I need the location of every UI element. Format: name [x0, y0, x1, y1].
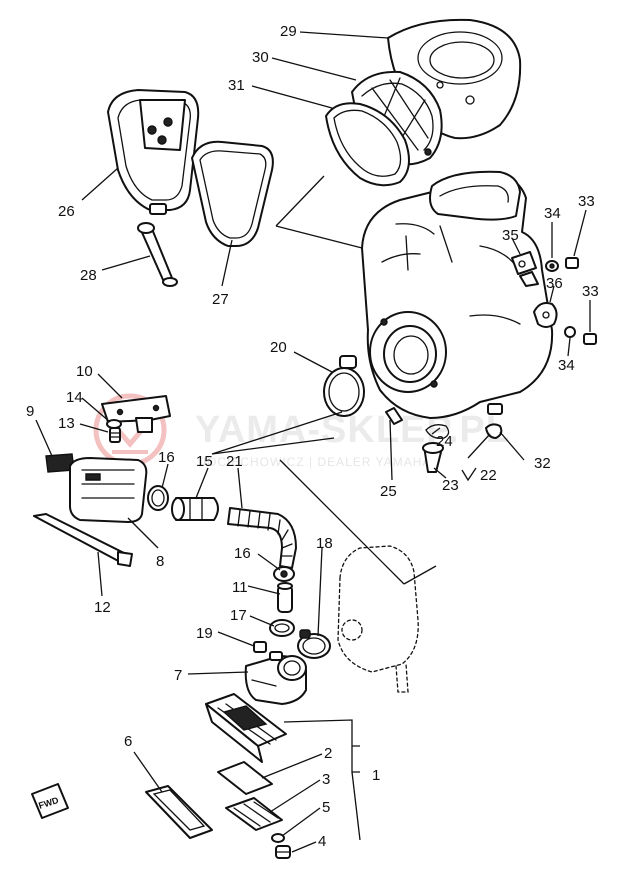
clamp-18 — [297, 629, 331, 659]
callout-10: 10 — [76, 363, 93, 380]
callout-15: 15 — [196, 453, 213, 470]
hose-clamp-20 — [323, 355, 365, 417]
carburetor-reference-outline — [337, 545, 419, 693]
screw-4 — [275, 845, 291, 859]
callout-labels: 29 30 31 26 28 27 34 33 35 36 33 34 20 1… — [26, 23, 599, 850]
washer-34-lower — [564, 326, 576, 338]
callout-33-lower: 33 — [582, 283, 599, 300]
pipe-11 — [277, 582, 293, 613]
callout-26: 26 — [58, 203, 75, 220]
callout-22: 22 — [480, 467, 497, 484]
callout-34-upper: 34 — [544, 205, 561, 222]
reed-stopper-3 — [225, 797, 283, 831]
box-8 — [69, 457, 148, 523]
callout-20: 20 — [270, 339, 287, 356]
callout-18: 18 — [316, 535, 333, 552]
callout-4: 4 — [318, 833, 326, 850]
washer-5 — [271, 833, 285, 843]
bolt-33-upper — [565, 257, 579, 269]
callout-16-lower: 16 — [234, 545, 251, 562]
callout-12: 12 — [94, 599, 111, 616]
bolt-13 — [109, 427, 121, 443]
callout-19: 19 — [196, 625, 213, 642]
clamp-17 — [269, 619, 295, 637]
callout-36: 36 — [546, 275, 563, 292]
callout-17: 17 — [230, 607, 247, 624]
air-box-body — [361, 170, 554, 419]
callout-7: 7 — [174, 667, 182, 684]
callout-8: 8 — [156, 553, 164, 570]
callout-2: 2 — [324, 745, 332, 762]
callout-23: 23 — [442, 477, 459, 494]
callout-29: 29 — [280, 23, 297, 40]
callout-9: 9 — [26, 403, 34, 420]
bolt-33-lower — [583, 333, 597, 345]
watermark: YAMA-SKLEP.PL JOCIECHOWICZ | DEALER YAMA… — [93, 393, 510, 469]
gasket-31 — [325, 102, 410, 187]
breather-hose-21 — [227, 507, 297, 569]
callout-28: 28 — [80, 267, 97, 284]
reed-valve-assy-1 — [205, 693, 287, 763]
bolt-19 — [253, 641, 267, 653]
watermark-subtitle: JOCIECHOWICZ | DEALER YAMAHA — [200, 455, 431, 469]
washer-34-upper — [545, 260, 559, 272]
clip-16-lower — [273, 566, 295, 582]
callout-25: 25 — [380, 483, 397, 500]
callout-24: 24 — [436, 433, 453, 450]
callout-21: 21 — [226, 453, 243, 470]
callout-5: 5 — [322, 799, 330, 816]
reed-petal-2 — [217, 761, 273, 795]
bracket-36 — [533, 302, 558, 328]
gasket-6 — [145, 785, 213, 839]
callout-31: 31 — [228, 77, 245, 94]
bolt-28 — [137, 222, 178, 287]
callout-27: 27 — [212, 291, 229, 308]
callout-6: 6 — [124, 733, 132, 750]
callout-32: 32 — [534, 455, 551, 472]
carburetor-joint-7 — [244, 651, 307, 705]
callout-34-lower: 34 — [558, 357, 575, 374]
callout-30: 30 — [252, 49, 269, 66]
callout-11: 11 — [232, 579, 248, 596]
callout-33-upper: 33 — [578, 193, 595, 210]
callout-35: 35 — [502, 227, 519, 244]
callout-1: 1 — [372, 767, 380, 784]
air-filter-element-26 — [107, 89, 200, 215]
callout-16-upper: 16 — [158, 449, 175, 466]
hose-15 — [171, 497, 219, 521]
fwd-direction-badge: FWD — [31, 783, 69, 819]
callout-13: 13 — [58, 415, 75, 432]
bracket-35 — [511, 251, 539, 287]
callout-3: 3 — [322, 771, 330, 788]
callout-14: 14 — [66, 389, 83, 406]
watermark-brand: YAMA-SKLEP.PL — [195, 409, 510, 451]
leader-lines — [35, 31, 591, 853]
band-12 — [33, 513, 133, 567]
hose-joint-16-upper — [147, 485, 169, 511]
filter-guide-27 — [191, 140, 274, 247]
